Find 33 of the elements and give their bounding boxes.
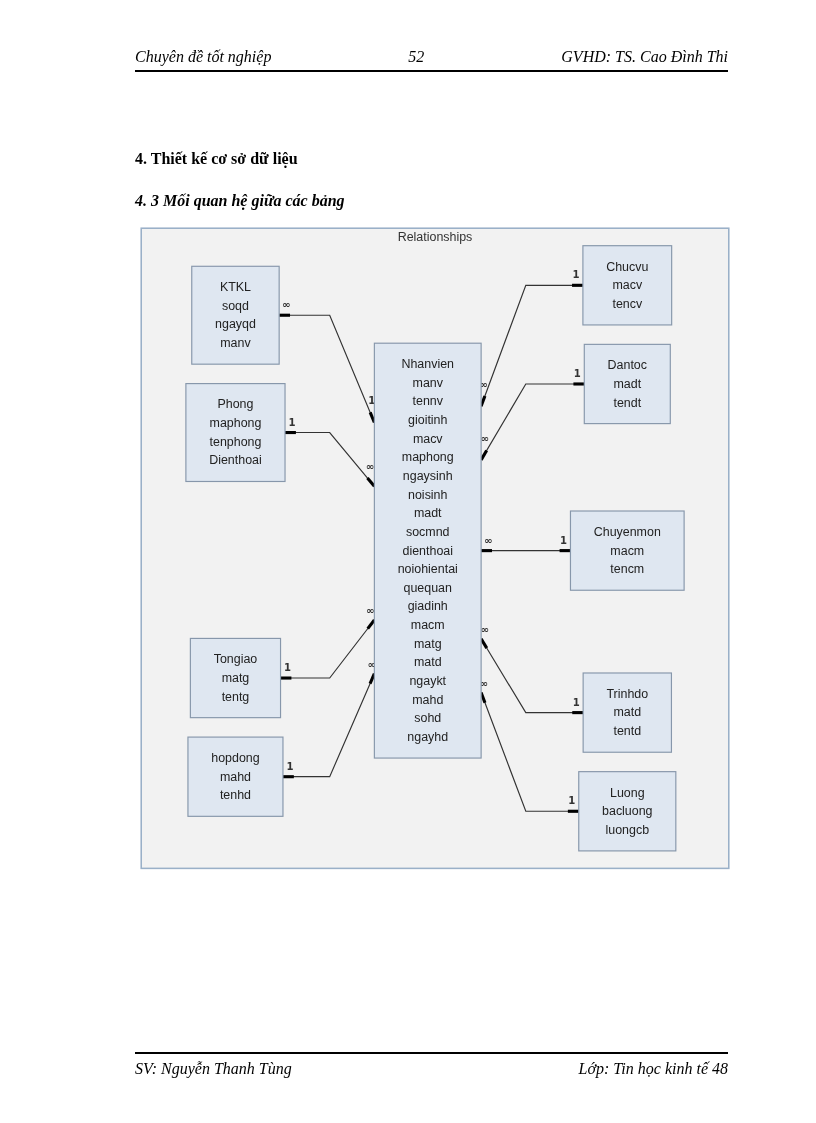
cardinality-label: 1 [286,760,294,772]
node-box: Phong maphong tenphong Dienthoai [185,383,286,483]
node-box: KTKL soqd ngayqd manv [191,265,280,365]
node-box: Chucvu macv tencv [582,245,673,326]
cardinality-label: 1 [284,662,292,674]
node-box: Nhanvien manv tennv gioitinh macv maphong ngaysinh noisinh madt socmnd dienthoai noiohientai quequan giadinh macm matg matd ngaykt mahd sohd ngayhd [373,342,482,759]
cardinality-label: ∞ [281,299,291,311]
cardinality-label: ∞ [365,460,375,472]
header-text: GVHD: TS. Cao Đình Thi [561,48,728,66]
node-box: Dantoc madt tendt [583,343,671,425]
cardinality-label: 1 [572,696,580,708]
cardinality-label: ∞ [483,534,493,546]
cardinality-label: 1 [568,795,576,807]
cardinality-label: 1 [288,416,296,428]
node-box: Tongiao matg tentg [189,637,282,719]
node-box: Luong bacluong luongcb [578,771,677,852]
cardinality-label: 1 [368,395,376,406]
cardinality-label: ∞ [480,624,489,636]
cardinality-label: ∞ [365,605,375,617]
header-text: Chuyên đề tốt nghiệp [135,48,272,66]
cardinality-label: 1 [573,368,581,379]
footer-text: SV: Nguyễn Thanh Tùng [135,1060,292,1078]
cardinality-label: 1 [572,269,580,281]
subsection-heading: 4. 3 Mối quan hệ giữa các bảng [135,192,345,210]
node-box: Chuyenmon macm tencm [569,510,685,591]
cardinality-label: ∞ [479,678,488,689]
node-box: Trinhdo matd tentd [582,672,673,753]
section-heading: 4. Thiết kế cơ sở dữ liệu [135,150,298,168]
node-box: hopdong mahd tenhd [187,736,284,817]
footer-text: Lớp: Tin học kinh tế 48 [578,1060,728,1078]
cardinality-label: ∞ [480,433,489,445]
cardinality-label: 1 [559,534,567,546]
page-number: 52 [408,48,425,66]
